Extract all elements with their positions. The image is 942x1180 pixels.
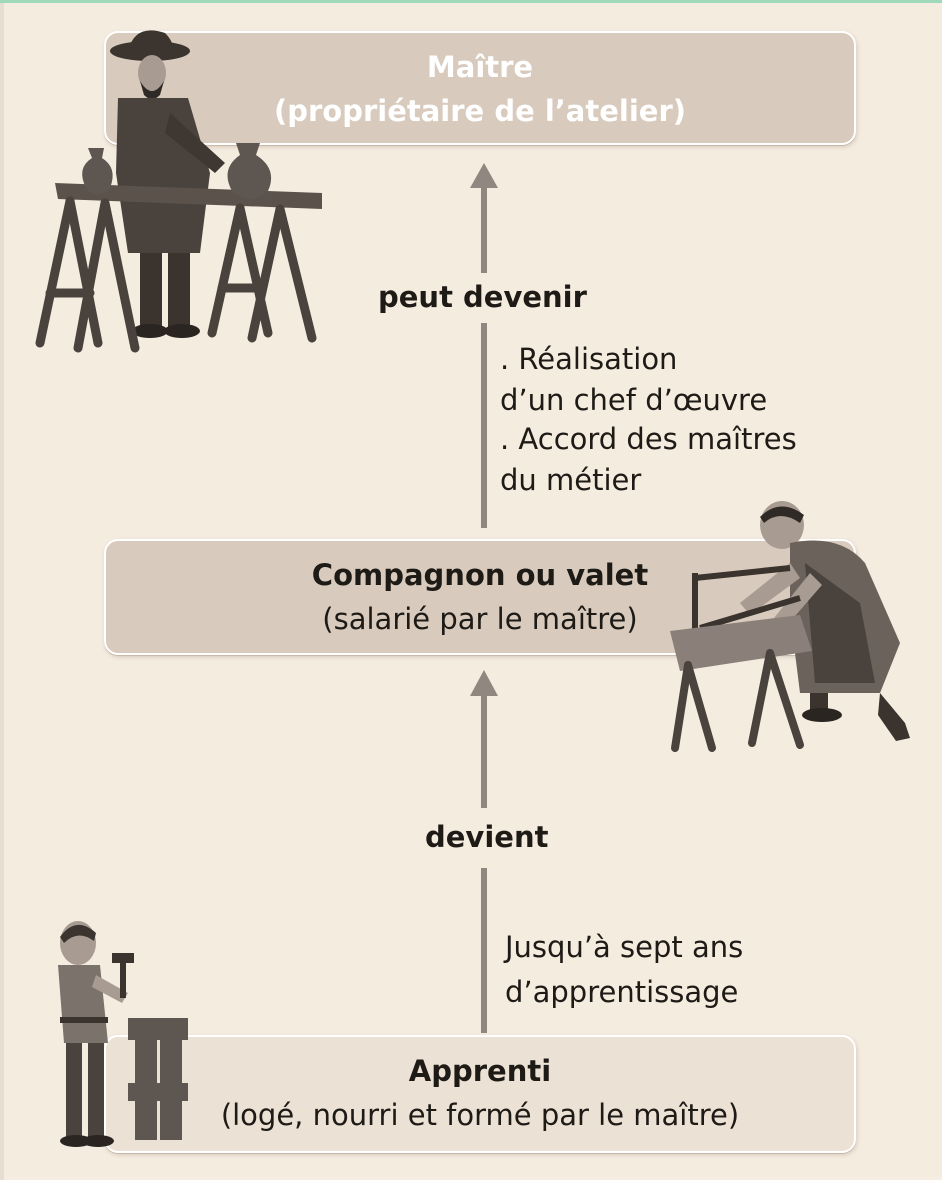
journeyman-subtitle: (salarié par le maître) [322, 602, 638, 636]
journeyman-title: Compagnon ou valet [311, 558, 649, 592]
upper-condition-line: d’un chef d’œuvre [500, 383, 768, 417]
lower-condition-line: d’apprentissage [505, 975, 739, 1009]
lower-conditions: Jusqu’à sept ans d’apprentissage [505, 925, 743, 1015]
upper-conditions: . Réalisation d’un chef d’œuvre . Accord… [500, 337, 797, 503]
upper-arrow [470, 163, 498, 528]
page-edge [0, 3, 4, 1180]
apprentice-title: Apprenti [408, 1054, 552, 1088]
upper-condition-line: du métier [500, 463, 642, 497]
apprentice-subtitle: (logé, nourri et formé par le maître) [220, 1098, 740, 1132]
apprentice-box: Apprenti (logé, nourri et formé par le m… [104, 1035, 856, 1153]
master-title: Maître [426, 50, 534, 84]
potter-at-workbench-icon [35, 30, 322, 353]
lower-arrow [470, 670, 498, 1033]
apprentice-with-hammer-icon [58, 921, 188, 1147]
lower-condition-line: Jusqu’à sept ans [505, 930, 744, 964]
arrows-layer [470, 163, 498, 1033]
master-subtitle: (propriétaire de l’atelier) [273, 94, 687, 128]
upper-transition-label: peut devenir [378, 280, 587, 314]
upper-condition-line: . Accord des maîtres [500, 422, 797, 456]
figures-layer [35, 30, 910, 1147]
upper-condition-line: . Réalisation [500, 342, 678, 376]
carpenter-sawing-icon [670, 501, 910, 752]
master-box: Maître (propriétaire de l’atelier) [104, 31, 856, 145]
lower-transition-label: devient [425, 820, 549, 854]
